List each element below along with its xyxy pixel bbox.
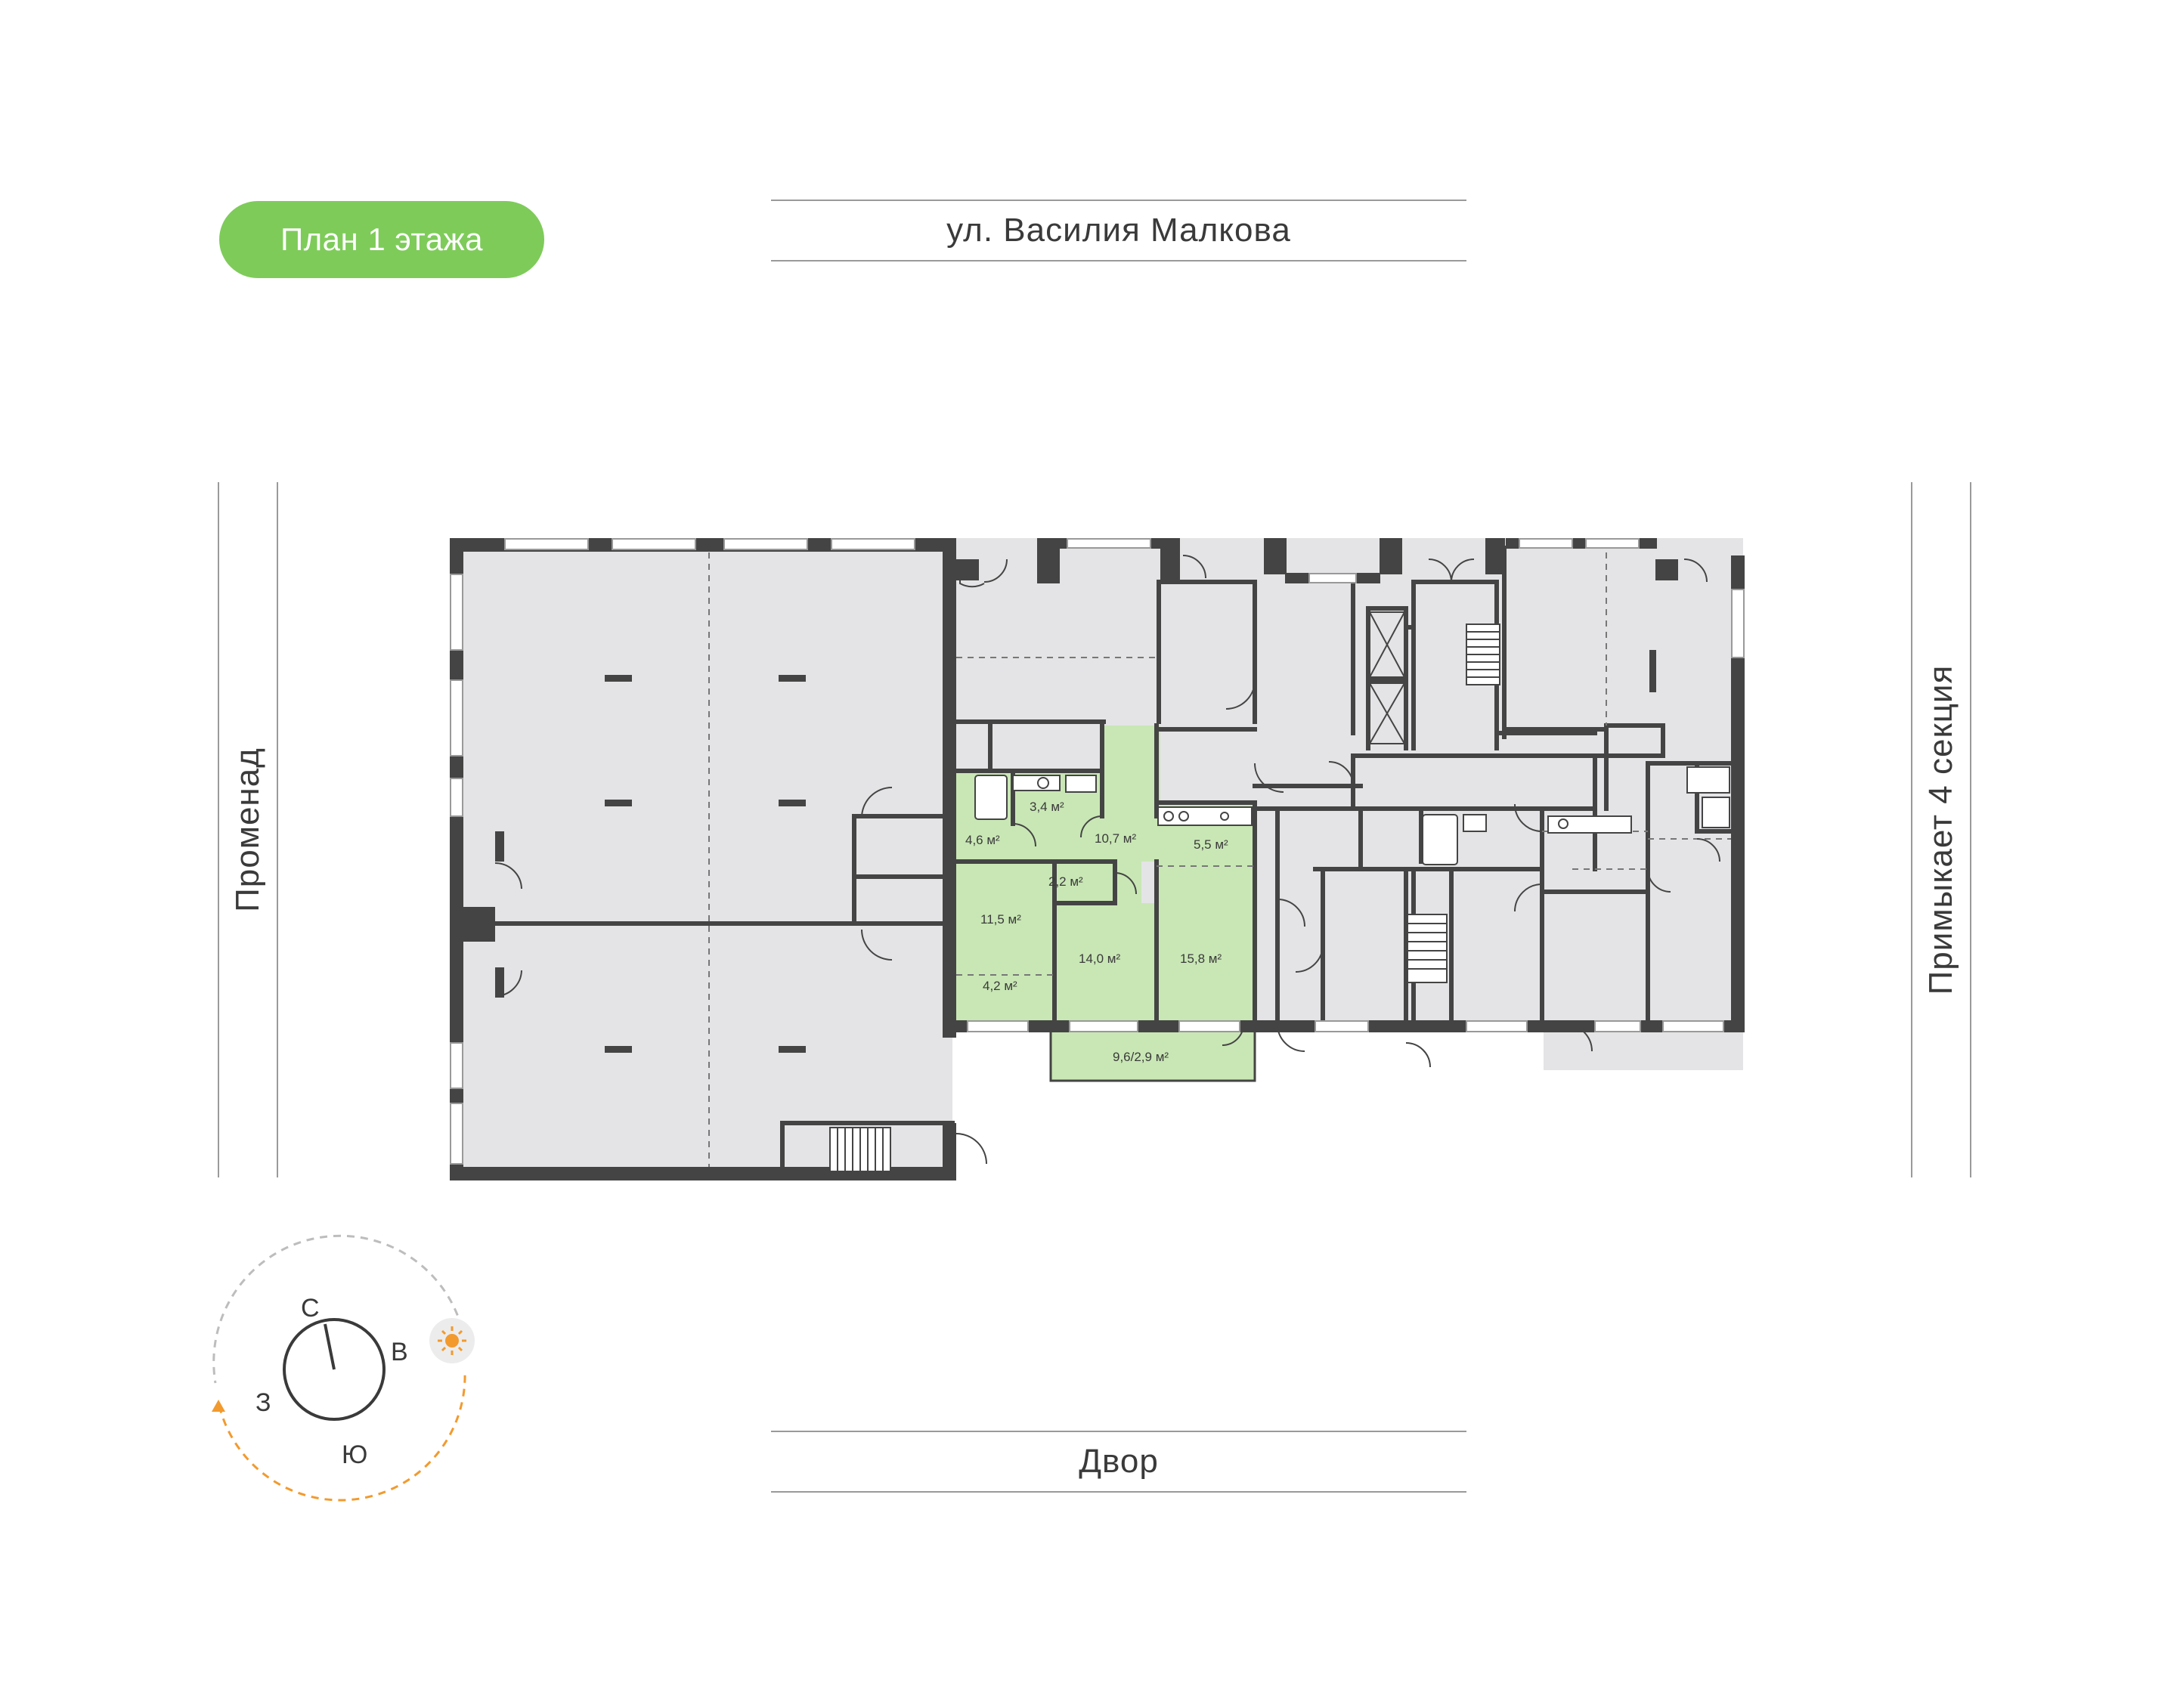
label-terrace: 9,6/2,9 м² [1113, 1050, 1169, 1064]
street-bottom-name: Двор [1079, 1443, 1159, 1480]
compass-north: С [301, 1294, 320, 1323]
fixtures [974, 766, 1730, 865]
sun-icon [429, 1318, 475, 1363]
room-closet [1054, 862, 1141, 903]
compass-south: Ю [342, 1440, 367, 1469]
compass-dial [283, 1318, 386, 1421]
compass-west: З [255, 1388, 271, 1417]
area-labels: 3,4 м² 4,6 м² 10,7 м² 5,5 м² 2,2 м² 11,5… [965, 800, 1228, 1064]
street-bottom-label: Двор [771, 1431, 1466, 1493]
street-top-name: ул. Василия Малкова [946, 212, 1291, 249]
night-path [212, 1234, 466, 1384]
sun-path-arrow [212, 1400, 225, 1412]
sun-path [218, 1371, 466, 1502]
room-3 [1157, 865, 1255, 1020]
stairs [829, 611, 1500, 1172]
label-closet: 2,2 м² [1048, 874, 1083, 889]
retail-columns [605, 650, 1656, 1053]
label-wc: 3,4 м² [1030, 800, 1064, 814]
windows [450, 538, 1745, 1165]
street-right-label: Примыкает 4 секция [1911, 482, 1971, 1177]
label-room1: 11,5 м² [980, 912, 1021, 927]
compass-east: В [391, 1338, 408, 1366]
compass-needle [324, 1323, 336, 1370]
label-hall: 10,7 м² [1095, 831, 1136, 846]
room-2 [1054, 903, 1157, 1020]
street-top-label: ул. Василия Малкова [771, 200, 1466, 261]
interior-walls [451, 546, 1741, 1178]
doors [494, 555, 1720, 1165]
street-left-label: Променад [218, 482, 278, 1177]
room-1 [956, 862, 1054, 1020]
floor-plan-badge: План 1 этажа [219, 201, 544, 278]
label-room2: 14,0 м² [1079, 951, 1120, 966]
label-kitchen: 5,5 м² [1194, 837, 1228, 852]
label-room3: 15,8 м² [1180, 951, 1222, 966]
label-room1b: 4,2 м² [983, 979, 1017, 993]
label-bath: 4,6 м² [965, 833, 1000, 847]
compass: С В Ю З [212, 1234, 475, 1502]
zone-lines [708, 541, 1739, 1173]
